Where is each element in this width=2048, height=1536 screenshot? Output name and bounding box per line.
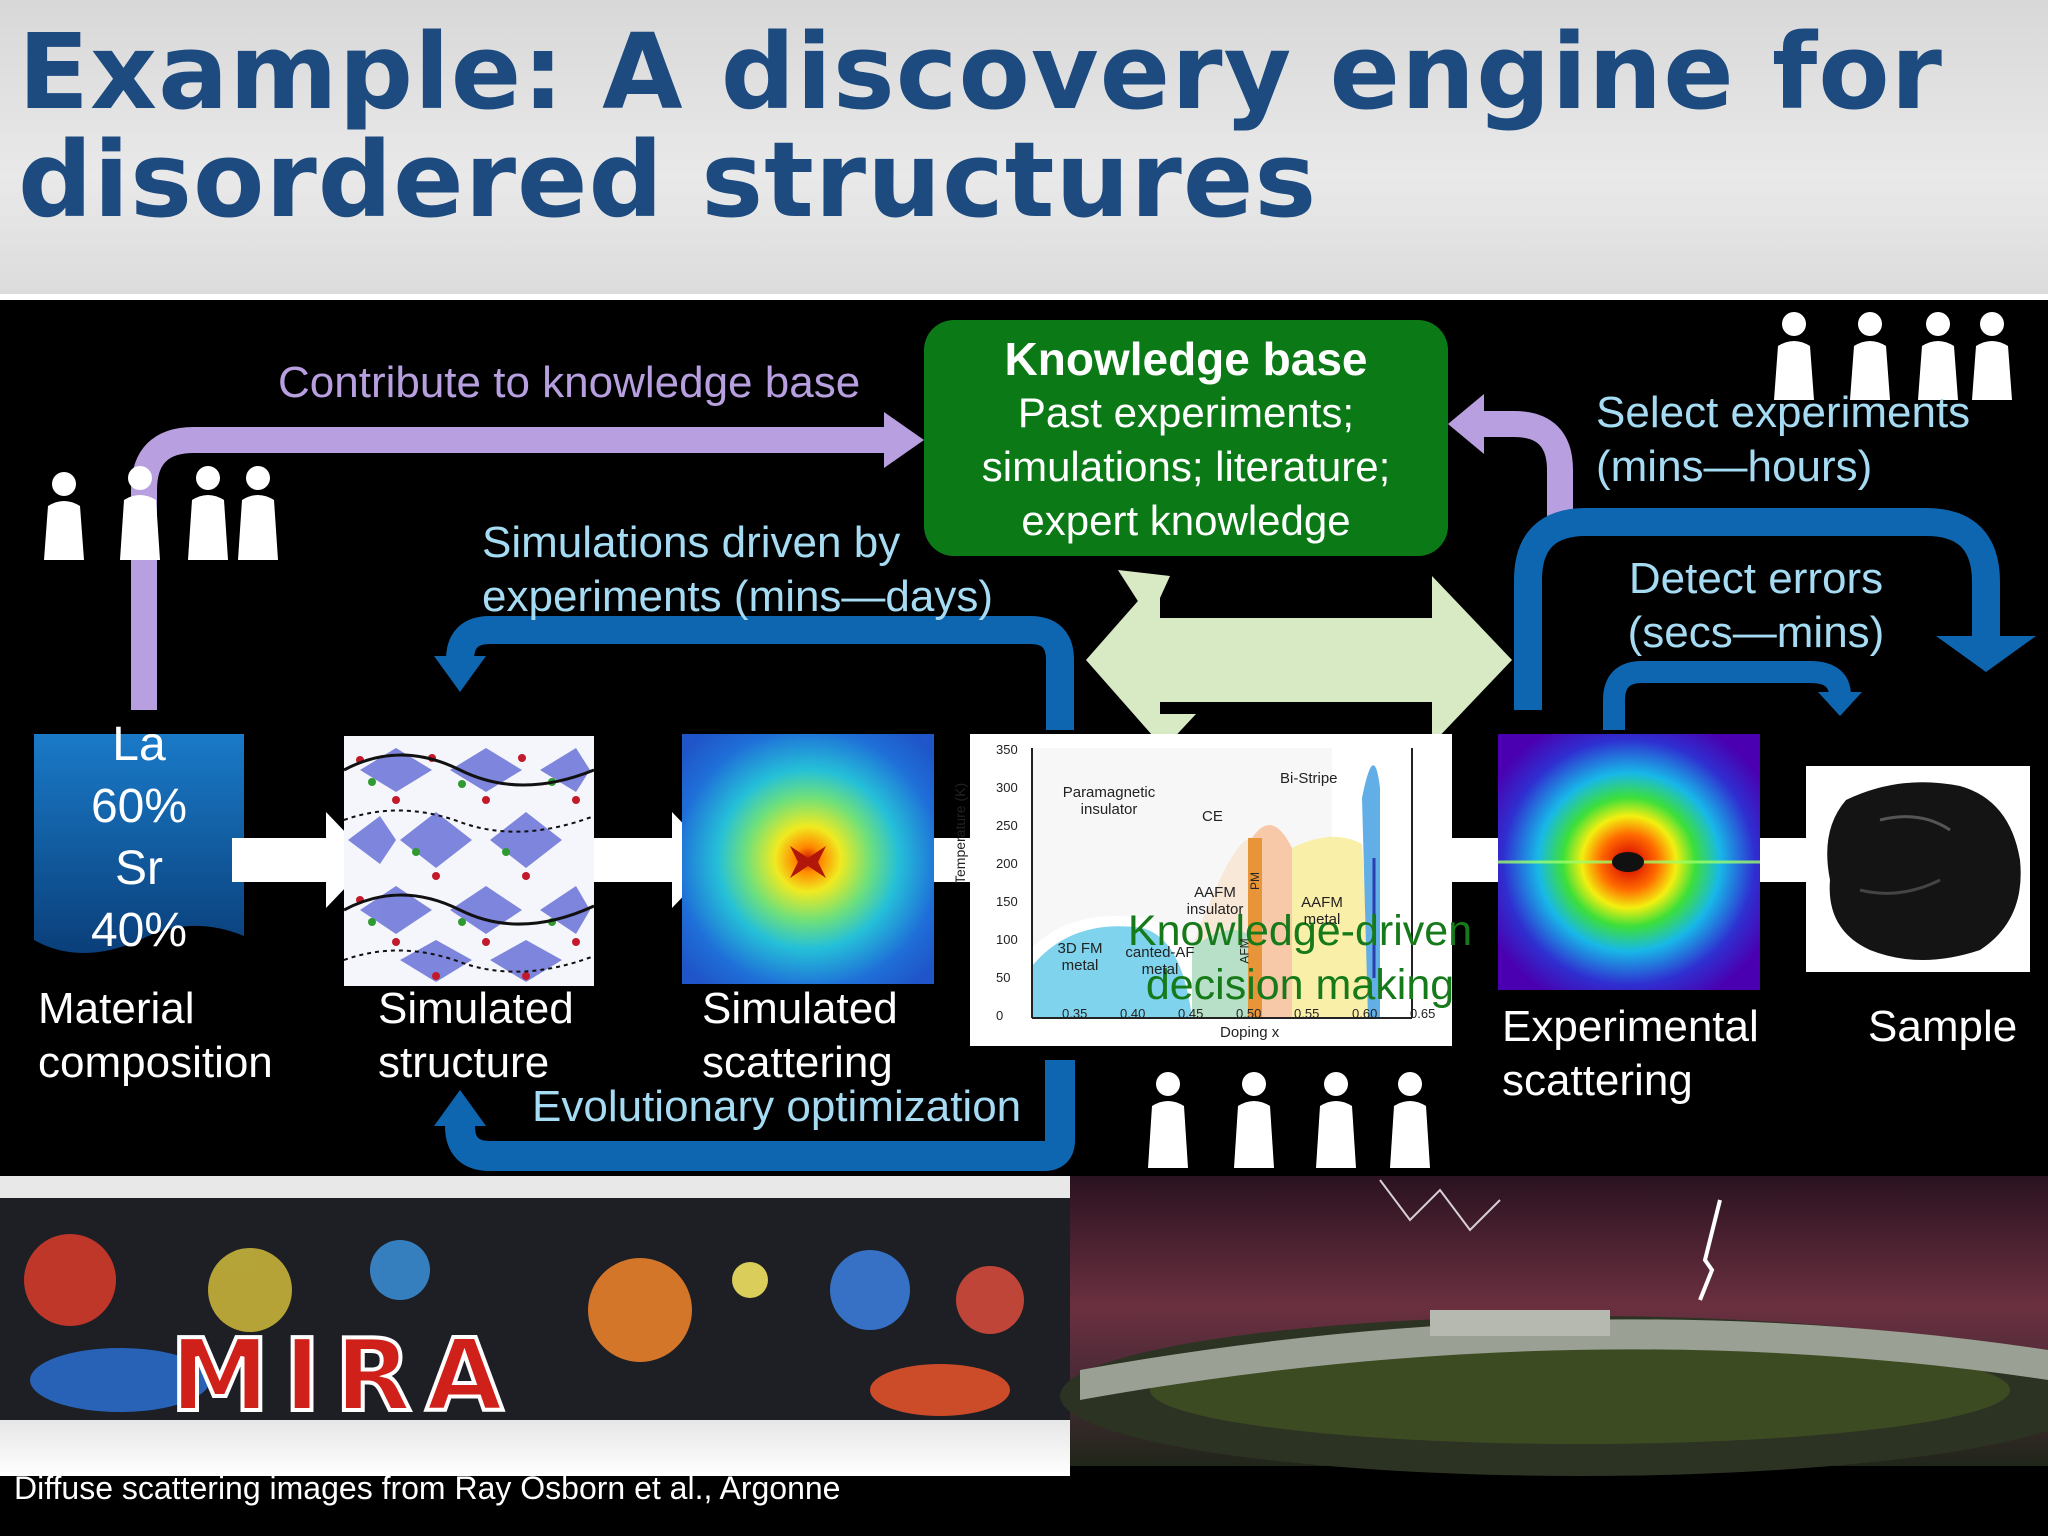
- phase-y-tick: 100: [996, 932, 1018, 947]
- contribute-arrowhead: [884, 412, 924, 468]
- phase-diagram-text: 350 300 250 200 150 100 50 0 0.35 0.40 0.45 0.50 0.…: [952, 734, 1452, 1046]
- knowledge-base-box: Knowledge base Past experiments; simulat…: [924, 320, 1448, 556]
- arrow-to-structure: [232, 812, 372, 908]
- simulations-driven-arrowhead: [434, 656, 486, 692]
- phase-y-tick: 300: [996, 780, 1018, 795]
- contribute-label: Contribute to knowledge base: [278, 358, 861, 407]
- title-divider: [0, 294, 2048, 300]
- region-pm: PM: [1248, 872, 1262, 890]
- decision-double-arrow: [1086, 576, 1512, 744]
- element-sr: Sr: [115, 842, 163, 895]
- diagram-area: MIRA Knowledge base Past experiments; si…: [0, 300, 2048, 1536]
- simulated-scattering-image: [682, 734, 934, 984]
- phase-x-tick: 0.50: [1236, 1006, 1262, 1021]
- mira-label: MIRA: [170, 1317, 517, 1434]
- simulations-driven-label: Simulations driven by experiments (mins—…: [482, 518, 994, 621]
- evolutionary-arrow: [445, 1060, 1075, 1171]
- phase-x-label: Doping x: [1220, 1024, 1280, 1041]
- phase-y-tick: 150: [996, 894, 1018, 909]
- select-experiments-arrow: [1514, 508, 2000, 710]
- phase-x-tick: 0.60: [1352, 1006, 1378, 1021]
- region-aafm-insulator: AAFM insulator: [1186, 884, 1244, 918]
- composition-text: La 60% Sr 40%: [34, 714, 244, 962]
- experts-group-left: [44, 466, 278, 560]
- experts-group-right: [1774, 312, 2012, 400]
- experts-group-bottom: [1148, 1072, 1430, 1168]
- sample-image: [1806, 766, 2030, 972]
- region-canted: canted-AF metal: [1125, 944, 1195, 978]
- phase-y-tick: 200: [996, 856, 1018, 871]
- title-bar: Example: A discovery engine for disorder…: [0, 0, 2048, 294]
- region-bistripe: Bi-Stripe: [1280, 770, 1338, 787]
- region-aafm-metal: AAFM metal: [1301, 894, 1343, 928]
- select-experiments-label: Select experiments (mins—hours): [1596, 388, 1971, 491]
- phase-x-tick: 0.45: [1178, 1006, 1204, 1021]
- region-paramagnetic: Paramagnetic insulator: [1062, 784, 1156, 818]
- simulations-driven-arrow: [446, 616, 1074, 730]
- material-composition-label: Material composition: [38, 984, 273, 1087]
- phase-x-tick: 0.35: [1062, 1006, 1088, 1021]
- phase-diagram: [970, 734, 1452, 1046]
- synchrotron-photo: [1060, 1176, 2048, 1476]
- sample-label: Sample: [1868, 1002, 2018, 1051]
- kb-return-arrowhead: [1448, 394, 1484, 454]
- decision-label: Knowledge-driven decision making: [1127, 907, 1473, 1009]
- simulated-structure-image: [343, 736, 595, 986]
- mira-supercomputer-photo: MIRA: [0, 1176, 1070, 1476]
- select-experiments-arrowhead: [1936, 636, 2036, 672]
- evolutionary-label: Evolutionary optimization: [532, 1082, 1022, 1131]
- region-afm: AFM: [1237, 938, 1252, 964]
- page-title: Example: A discovery engine for disorder…: [18, 18, 1943, 234]
- decision-notch-bottom: [1140, 714, 1196, 744]
- detect-errors-label: Detect errors (secs—mins): [1627, 554, 1885, 657]
- diagram-svg: MIRA: [0, 312, 2048, 1476]
- region-fm-metal: 3D FM metal: [1057, 940, 1103, 974]
- percent-la: 60%: [90, 780, 188, 833]
- knowledge-base-title: Knowledge base: [1004, 333, 1368, 385]
- phase-x-tick: 0.65: [1410, 1006, 1436, 1021]
- material-composition-box: [34, 734, 244, 953]
- detect-errors-arrow: [1603, 661, 1851, 730]
- phase-y-tick: 250: [996, 818, 1018, 833]
- experimental-scattering-label: Experimental scattering: [1502, 1002, 1759, 1105]
- region-ce: CE: [1202, 808, 1223, 825]
- experimental-scattering-image: [1498, 734, 1760, 990]
- decision-notch-top: [1118, 570, 1170, 620]
- simulated-structure-label: Simulated structure: [378, 984, 574, 1087]
- phase-y-tick: 50: [996, 970, 1011, 985]
- kb-return-arrow: [1480, 411, 1573, 522]
- phase-y-tick: 350: [996, 742, 1018, 757]
- percent-sr: 40%: [90, 904, 188, 957]
- element-la: La: [112, 718, 166, 771]
- phase-y-label: Temperature (K): [952, 782, 968, 884]
- knowledge-base-body: Past experiments; simulations; literatur…: [981, 389, 1391, 544]
- evolutionary-arrowhead: [434, 1090, 486, 1126]
- phase-x-tick: 0.55: [1294, 1006, 1320, 1021]
- title-line-1: Example: A discovery engine for: [18, 11, 1943, 133]
- simulated-scattering-label: Simulated scattering: [702, 984, 898, 1087]
- image-credit-caption: Diffuse scattering images from Ray Osbor…: [14, 1470, 841, 1506]
- detect-errors-arrowhead: [1818, 692, 1862, 716]
- phase-y-tick: 0: [996, 1008, 1004, 1023]
- phase-x-tick: 0.40: [1120, 1006, 1146, 1021]
- title-line-2: disordered structures: [18, 119, 1318, 241]
